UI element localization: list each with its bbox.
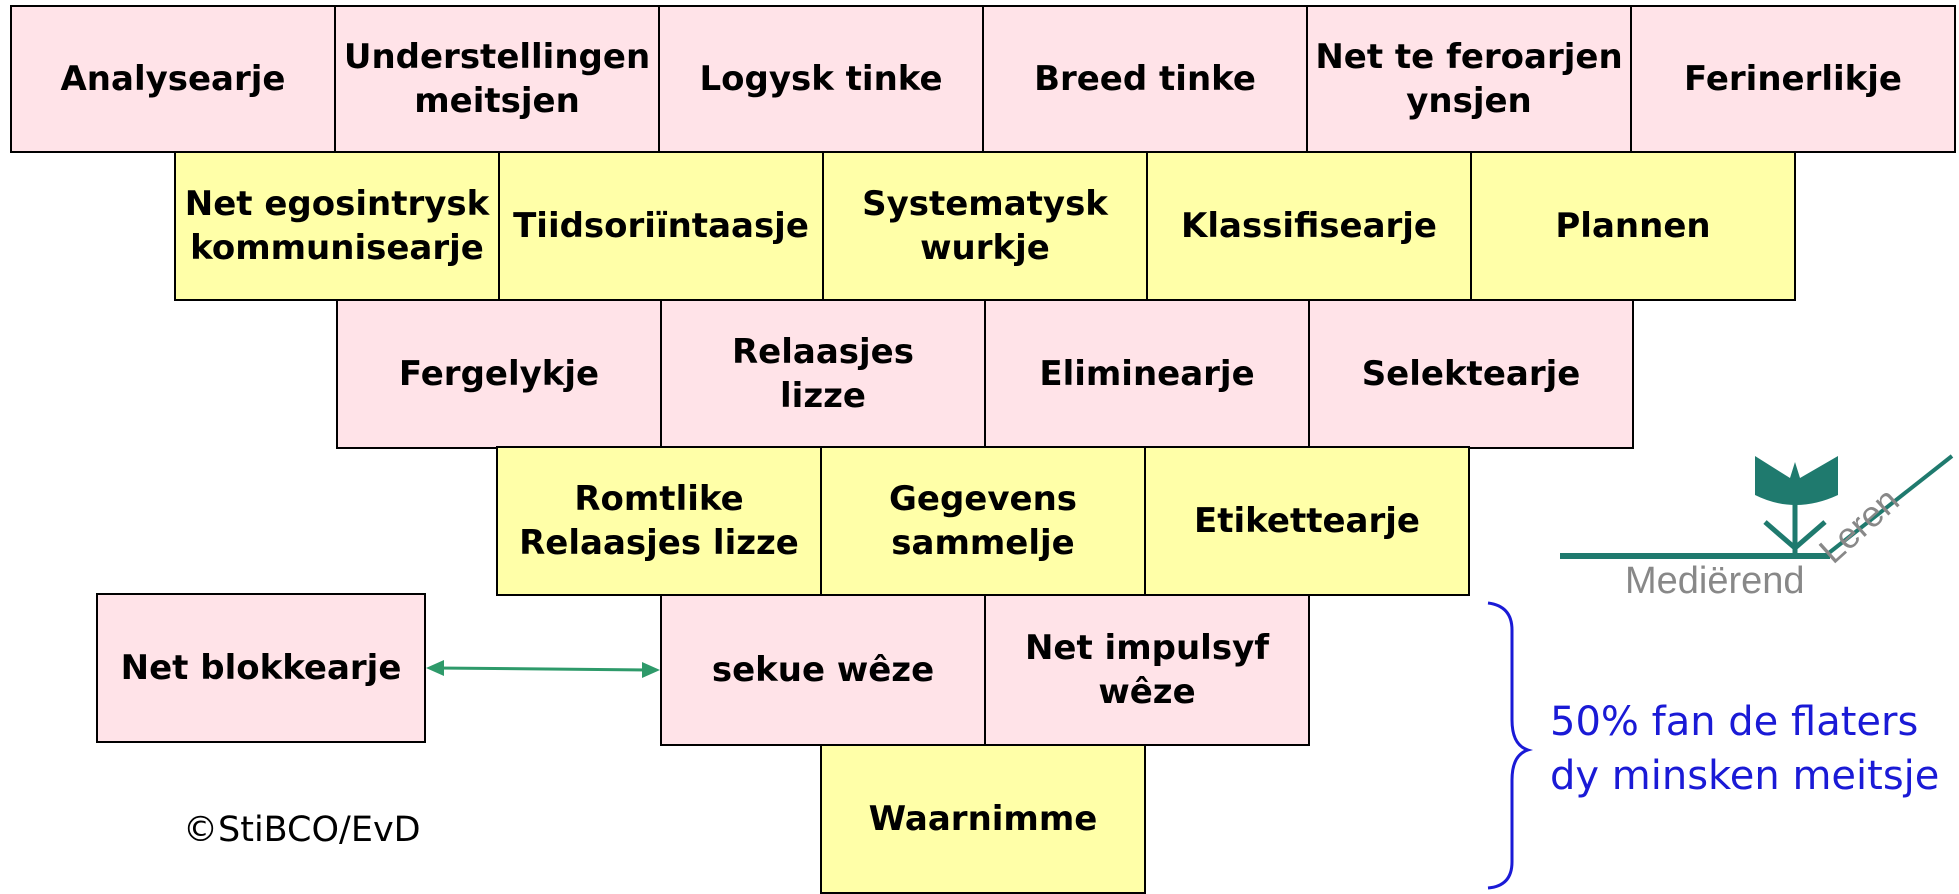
box-klassifisearje: Klassifisearje [1146, 151, 1472, 301]
box-waarnimme: Waarnimme [820, 744, 1146, 894]
box-gegevens-sammelje: Gegevens sammelje [820, 446, 1146, 596]
box-plannen: Plannen [1470, 151, 1796, 301]
box-breed-tinke: Breed tinke [982, 5, 1308, 153]
box-ferinerlikje: Ferinerlikje [1630, 5, 1956, 153]
right-brace-icon [1487, 601, 1534, 890]
box-selektearje: Selektearje [1308, 299, 1634, 449]
double-arrow-icon [426, 660, 660, 678]
box-etikettearje: Etikettearje [1144, 446, 1470, 596]
box-tiidsorientaasje: Tiidsoriïntaasje [498, 151, 824, 301]
logo-word-medierend: Mediërend [1625, 560, 1805, 602]
copyright: ©StiBCO/EvD [183, 810, 421, 850]
box-fergelykje: Fergelykje [336, 299, 662, 449]
mediated-learning-logo [1560, 454, 1954, 559]
box-systematysk-wurkje: Systematysk wurkje [822, 151, 1148, 301]
box-net-te-feroarjen-ynsjen: Net te feroarjen ynsjen [1306, 5, 1632, 153]
box-relaasjes-lizze: Relaasjes lizze [660, 299, 986, 449]
brace-note: 50% fan de flaters dy minsken meitsje [1550, 699, 1940, 799]
box-net-impulsyf-weze: Net impulsyf wêze [984, 594, 1310, 746]
box-analysearje: Analysearje [10, 5, 336, 153]
box-net-egosintrysk-kommunisearje: Net egosintrysk kommunisearje [174, 151, 500, 301]
box-sekue-weze: sekue wêze [660, 594, 986, 746]
box-net-blokkearje: Net blokkearje [96, 593, 426, 743]
box-logysk-tinke: Logysk tinke [658, 5, 984, 153]
